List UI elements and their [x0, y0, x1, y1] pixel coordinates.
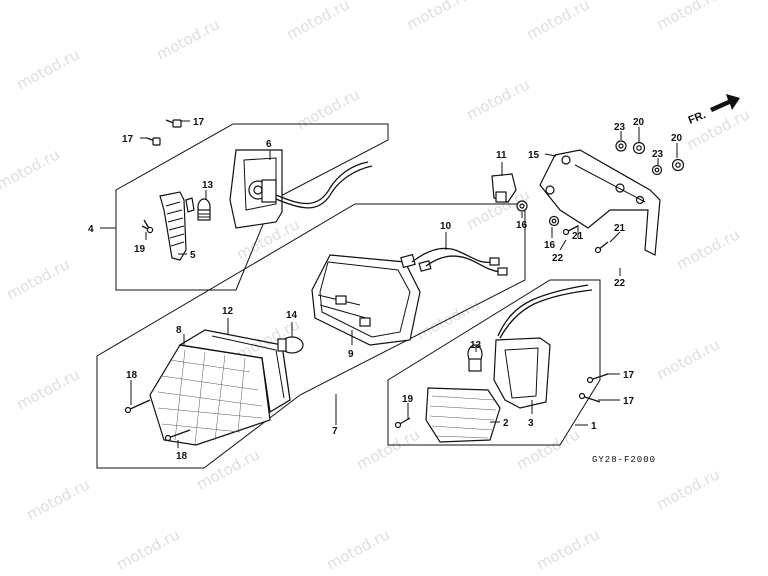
washer-20a [632, 141, 646, 155]
label-10: 10 [440, 221, 452, 232]
label-18a: 18 [126, 370, 138, 381]
diagram-code: GY28-F2000 [592, 455, 656, 465]
label-18b: 18 [176, 451, 188, 462]
label-7: 7 [332, 426, 338, 437]
turn-signal-lens-2 [425, 387, 501, 443]
bulb-13b [467, 344, 483, 372]
watermark: motod.ru [0, 145, 63, 193]
watermark: motod.ru [23, 475, 92, 523]
watermark: motod.ru [193, 445, 262, 493]
label-13b: 13 [470, 340, 482, 351]
screw-19a [141, 219, 154, 234]
watermark: motod.ru [153, 15, 222, 63]
label-16a: 16 [516, 220, 528, 231]
label-17-top: 17 [193, 117, 205, 128]
watermark: motod.ru [653, 0, 722, 34]
label-5: 5 [190, 250, 196, 261]
label-8: 8 [176, 325, 182, 336]
nut-23a [615, 140, 627, 152]
screw-17c [586, 373, 609, 384]
bulb-14 [277, 336, 304, 354]
label-19a: 19 [134, 244, 146, 255]
watermark: motod.ru [293, 85, 362, 133]
license-socket-6 [229, 149, 373, 229]
bracket-15 [539, 149, 661, 256]
label-16b: 16 [544, 240, 556, 251]
screw-18a [124, 399, 151, 414]
label-6: 6 [266, 139, 272, 150]
label-11: 11 [496, 150, 507, 161]
label-4: 4 [88, 224, 94, 235]
group-frame-turn-signal [387, 279, 601, 446]
nut-16a [516, 200, 528, 212]
label-17-side: 17 [122, 134, 134, 145]
group-frame-taillight-assembly [96, 203, 526, 469]
taillight-lens-8 [149, 344, 271, 446]
watermark: motod.ru [673, 225, 742, 273]
watermark: motod.ru [13, 45, 82, 93]
taillight-housing-9 [311, 254, 421, 346]
label-22a: 22 [552, 253, 564, 264]
wire-harness-10 [400, 247, 508, 276]
screw-18b [164, 429, 191, 442]
label-3: 3 [528, 418, 534, 429]
turn-signal-housing-3 [493, 284, 593, 409]
watermark: motod.ru [653, 335, 722, 383]
watermark: motod.ru [523, 0, 592, 44]
part-number-labels: 4 5 6 13 17 17 19 8 12 14 9 10 18 18 7 1… [88, 117, 683, 462]
screw-21b [594, 241, 609, 254]
screw-17-top [165, 119, 182, 128]
watermark: motod.ru [403, 0, 472, 34]
label-13: 13 [202, 180, 214, 191]
label-9: 9 [348, 349, 354, 360]
nut-16b [548, 215, 560, 227]
watermark: motod.ru [513, 425, 582, 473]
washer-20b [671, 158, 685, 172]
watermark: motod.ru [3, 255, 72, 303]
watermark: motod.ru [533, 525, 602, 573]
label-21b: 21 [614, 223, 626, 234]
bulb-socket-11 [491, 173, 517, 203]
watermark: motod.ru [113, 525, 182, 573]
bulb-13 [197, 198, 211, 221]
fr-arrow-icon [710, 94, 740, 112]
watermark: motod.ru [13, 365, 82, 413]
side-reflector [159, 191, 195, 261]
label-12: 12 [222, 306, 234, 317]
watermark: motod.ru [463, 75, 532, 123]
label-17c: 17 [623, 370, 635, 381]
label-19b: 19 [402, 394, 414, 405]
label-22b: 22 [614, 278, 626, 289]
watermark: motod.ru [653, 465, 722, 513]
label-23b: 23 [652, 149, 664, 160]
label-20b: 20 [671, 133, 683, 144]
label-1: 1 [591, 421, 597, 432]
nut-23b [651, 164, 663, 176]
label-15: 15 [528, 150, 540, 161]
screw-17-side [146, 137, 161, 146]
label-23a: 23 [614, 122, 626, 133]
leader-lines [100, 120, 678, 448]
label-17d: 17 [623, 396, 635, 407]
label-21a: 21 [572, 231, 584, 242]
screw-17d [578, 392, 601, 403]
label-20a: 20 [633, 117, 645, 128]
fr-label: FR. [687, 109, 708, 127]
screw-21a [562, 225, 579, 236]
watermark: motod.ru [283, 0, 352, 44]
group-frame-side-reflector [115, 123, 389, 291]
label-2: 2 [503, 418, 509, 429]
label-14: 14 [286, 310, 298, 321]
watermark: motod.ru [323, 525, 392, 573]
